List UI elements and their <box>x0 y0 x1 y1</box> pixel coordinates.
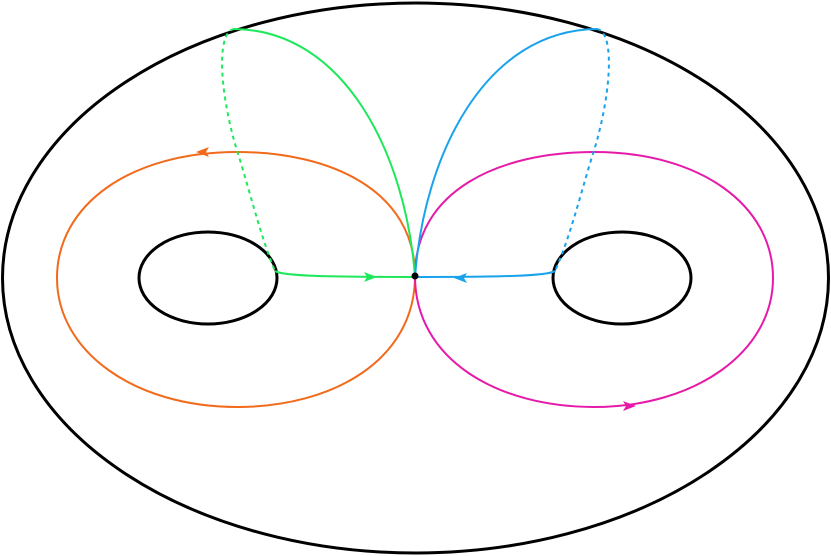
right-loop-arrow <box>623 401 636 411</box>
left-loop <box>55 150 417 409</box>
basepoint-dot <box>411 272 419 280</box>
right-hole <box>551 230 693 326</box>
green-path-hidden <box>221 28 276 272</box>
right-loop <box>413 150 775 409</box>
green-path-front <box>274 270 416 278</box>
blue-path-arrow <box>454 273 467 283</box>
green-path-arrow <box>364 272 377 282</box>
blue-path-hidden <box>554 28 610 272</box>
green-path-back <box>233 28 416 278</box>
left-hole <box>137 230 279 326</box>
blue-path-front <box>414 270 556 278</box>
blue-path-back <box>414 28 598 278</box>
left-loop-arrow <box>196 147 209 157</box>
